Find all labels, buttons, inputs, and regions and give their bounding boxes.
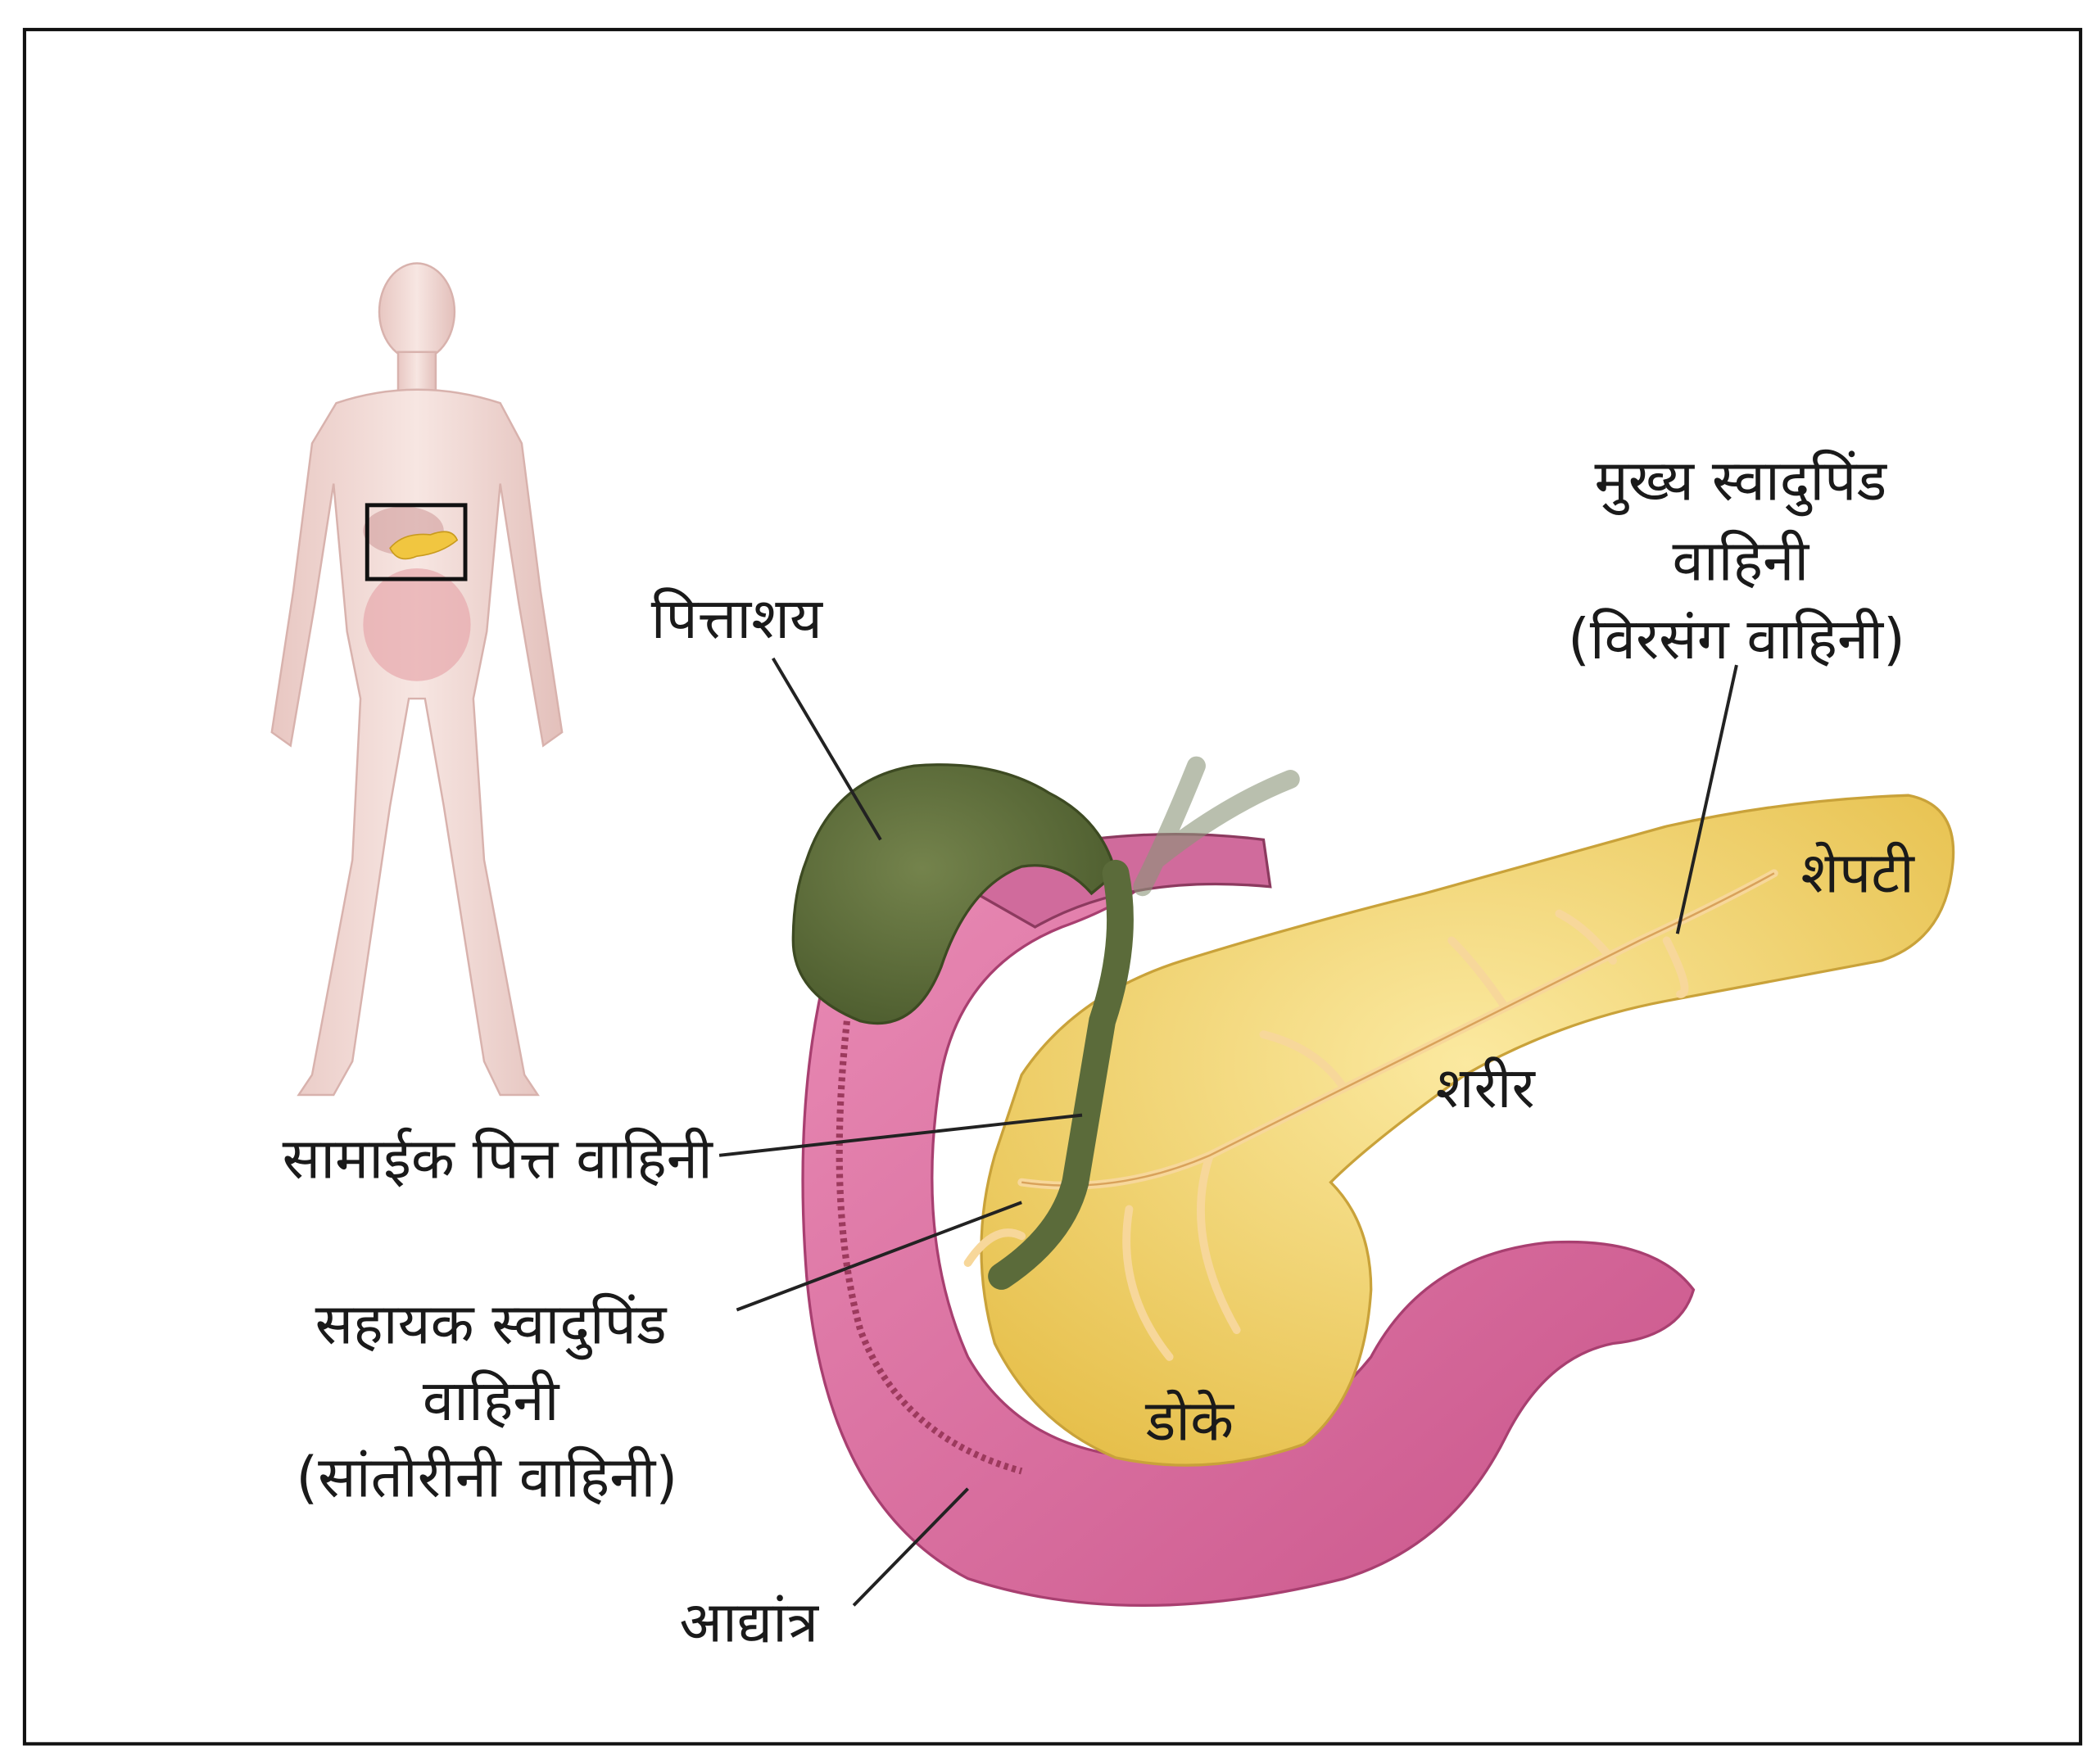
label-main-duct-1: मुख्य स्वादुपिंड [1595, 448, 1888, 516]
leader-gallbladder [772, 657, 882, 841]
human-body-figure [270, 262, 564, 1097]
hepatic-ducts [1133, 756, 1300, 897]
label-body: शरीर [1436, 1056, 1537, 1121]
leader-duodenum [852, 1487, 969, 1607]
label-head: डोके [1144, 1389, 1234, 1454]
label-main-duct-2: वाहिनी [1673, 529, 1810, 595]
label-main-duct-3: (विरसंग वाहिनी) [1568, 607, 1905, 672]
label-gallbladder: पित्ताशय [651, 586, 823, 652]
duodenum-shape [801, 853, 1696, 1608]
figure-highlight-box [365, 503, 468, 581]
label-common-bile-duct: सामाईक पित्त वाहिनी [283, 1127, 713, 1192]
label-accessory-duct-1: सहायक स्वादुपिंड [315, 1292, 668, 1360]
label-duodenum: आद्यांत्र [679, 1590, 819, 1656]
label-accessory-duct-3: (सांतोरीनी वाहिनी) [296, 1445, 677, 1511]
label-tail: शेपटी [1800, 840, 1915, 906]
leader-main-duct [1675, 664, 1738, 934]
leader-common-bile-duct [718, 1113, 1083, 1157]
figure-pancreas-mini [389, 531, 459, 560]
label-accessory-duct-2: वाहिनी [423, 1368, 560, 1434]
common-bile-duct-shape [988, 859, 1134, 1290]
leader-accessory-duct [736, 1201, 1022, 1312]
duodenum-wall-layer [836, 1020, 1023, 1475]
figure-intestines [363, 506, 471, 681]
